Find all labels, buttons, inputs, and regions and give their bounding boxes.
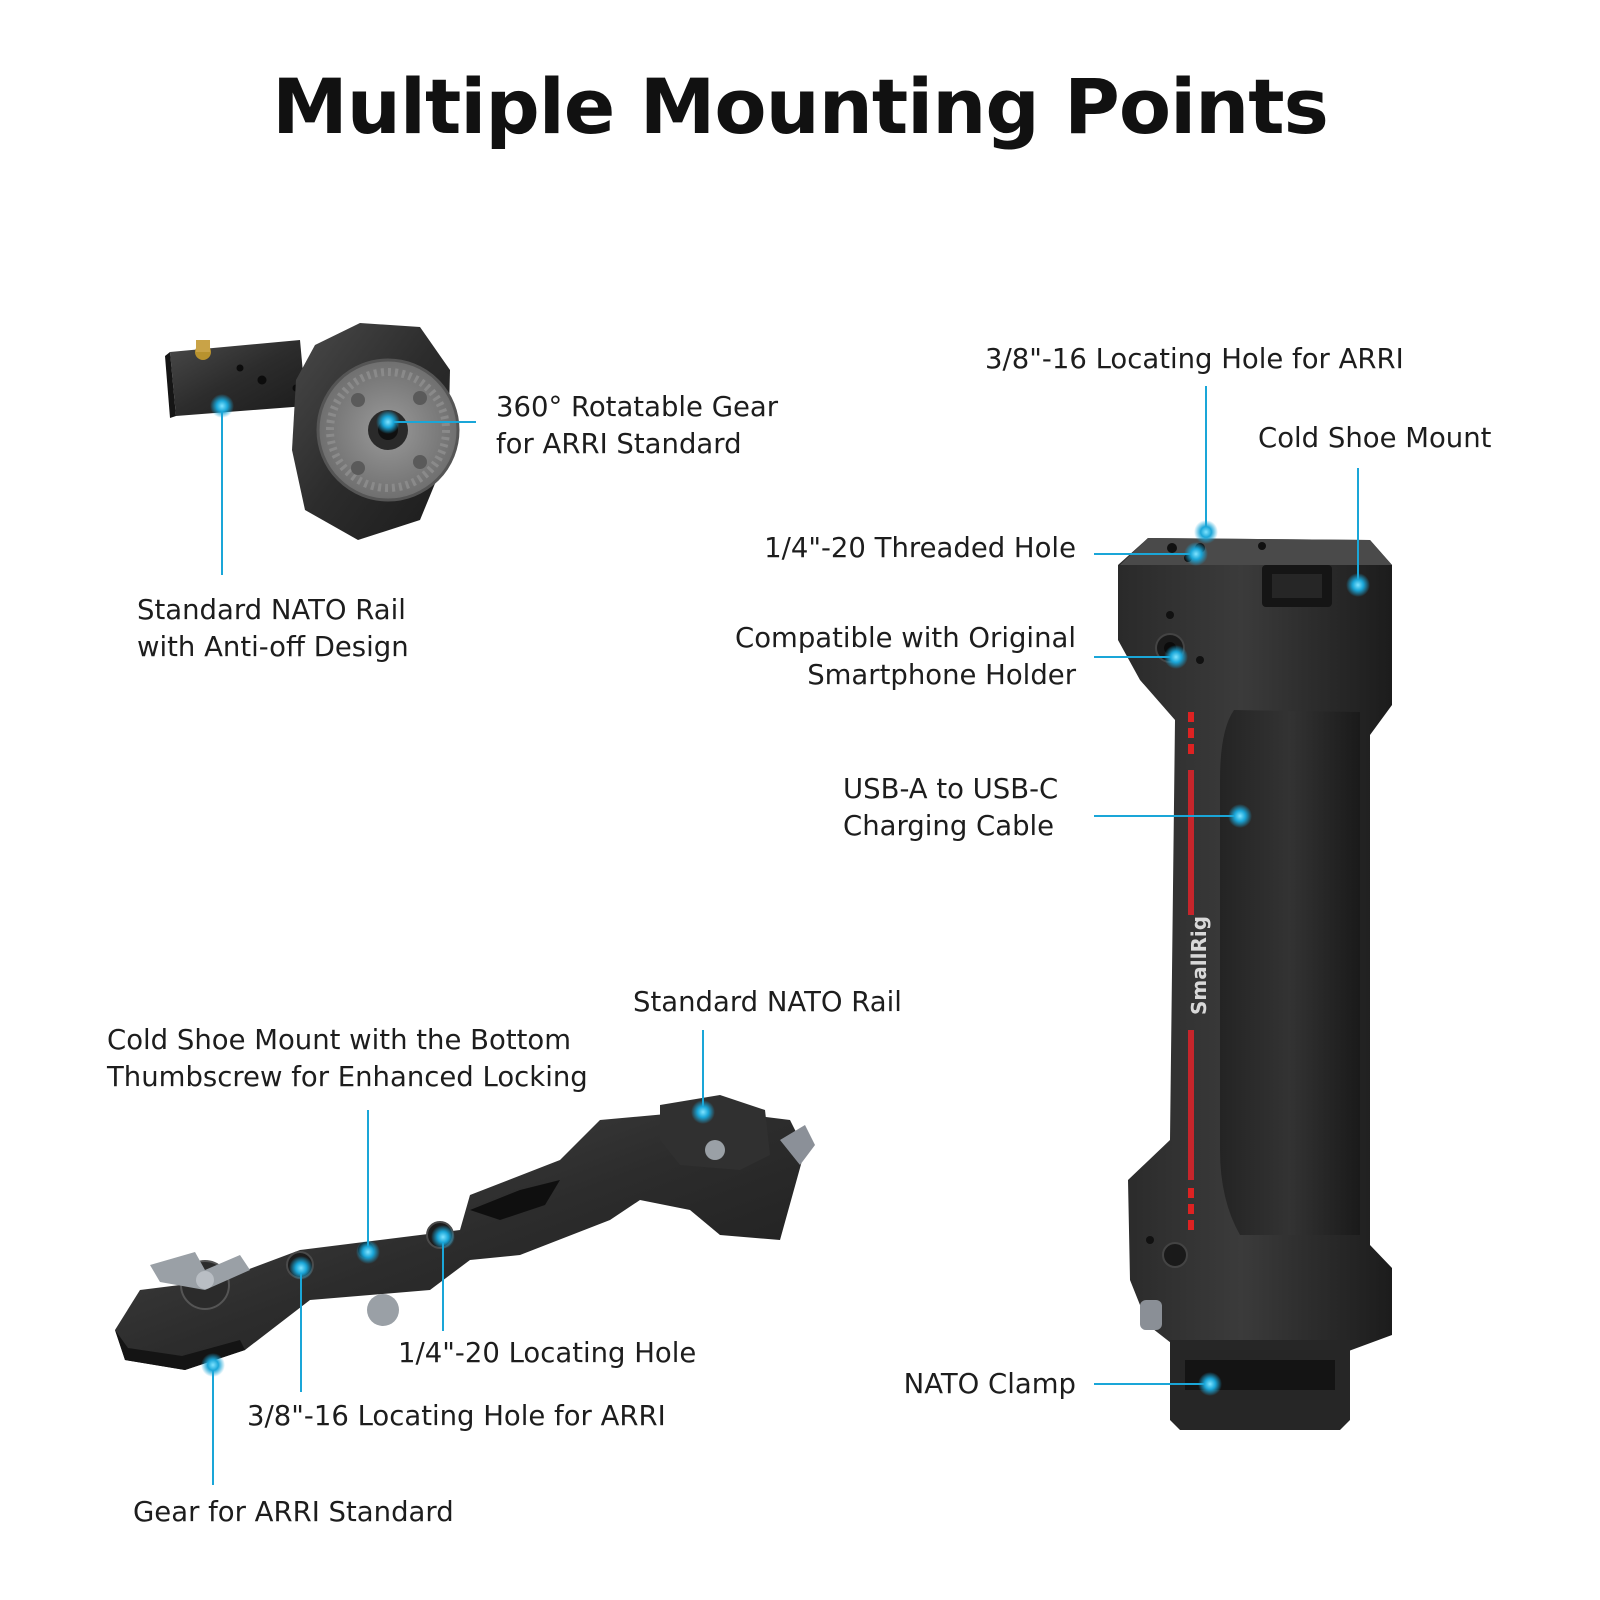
- callout-locating-hole-arri-top: 3/8"-16 Locating Hole for ARRI: [985, 341, 1404, 378]
- callout-gear-arri-arm: Gear for ARRI Standard: [133, 1494, 454, 1531]
- callout-line: NATO Clamp: [903, 1368, 1076, 1400]
- callout-line: Cold Shoe Mount with the Bottom: [107, 1024, 571, 1056]
- callout-dot-icon: [376, 410, 400, 434]
- callout-line: 3/8"-16 Locating Hole for ARRI: [985, 343, 1404, 375]
- callout-dot-icon: [289, 1256, 313, 1280]
- callout-line: Cold Shoe Mount: [1258, 422, 1492, 454]
- callout-dot-icon: [431, 1225, 455, 1249]
- callout-cold-shoe-top: Cold Shoe Mount: [1258, 420, 1491, 457]
- callout-usb-cable: USB-A to USB-C Charging Cable: [843, 771, 1058, 845]
- callout-dot-icon: [691, 1100, 715, 1124]
- callout-line: for ARRI Standard: [496, 428, 742, 460]
- callout-gear-rotatable: 360° Rotatable Gear for ARRI Standard: [496, 389, 778, 463]
- callout-line: Charging Cable: [843, 810, 1055, 842]
- callout-nato-rail-antioff: Standard NATO Rail with Anti-off Design: [137, 592, 409, 666]
- callout-line: 3/8"-16 Locating Hole for ARRI: [247, 1400, 666, 1432]
- callout-dot-icon: [1198, 1372, 1222, 1396]
- callout-line: 1/4"-20 Locating Hole: [398, 1337, 697, 1369]
- callout-dots: [201, 394, 1370, 1396]
- callout-threaded-hole-top: 1/4"-20 Threaded Hole: [764, 530, 1076, 567]
- callout-line: Gear for ARRI Standard: [133, 1496, 454, 1528]
- callout-lines: [212, 386, 1359, 1485]
- page-title: Multiple Mounting Points: [272, 62, 1329, 151]
- callout-dot-icon: [1194, 520, 1218, 544]
- side-handle-part: SmallRig: [1118, 538, 1392, 1430]
- callout-dot-icon: [210, 394, 234, 418]
- callout-dot-icon: [1184, 542, 1208, 566]
- callout-dot-icon: [356, 1240, 380, 1264]
- callout-smartphone-holder: Compatible with Original Smartphone Hold…: [735, 620, 1076, 694]
- callout-line: 1/4"-20 Threaded Hole: [764, 532, 1076, 564]
- callout-locating-hole-quarter: 1/4"-20 Locating Hole: [398, 1335, 696, 1372]
- callout-line: with Anti-off Design: [137, 631, 409, 663]
- callout-dot-icon: [1346, 573, 1370, 597]
- callout-line: Thumbscrew for Enhanced Locking: [107, 1061, 588, 1093]
- callout-dot-icon: [1228, 804, 1252, 828]
- callout-nato-rail-arm: Standard NATO Rail: [633, 984, 902, 1021]
- callout-cold-shoe-arm: Cold Shoe Mount with the Bottom Thumbscr…: [107, 1022, 588, 1096]
- callout-line: 360° Rotatable Gear: [496, 391, 779, 423]
- callout-line: Standard NATO Rail: [137, 594, 406, 626]
- extension-arm-part: [115, 1095, 815, 1370]
- callout-line: Compatible with Original: [735, 622, 1076, 654]
- callout-line: USB-A to USB-C: [843, 773, 1059, 805]
- callout-line: Smartphone Holder: [807, 659, 1076, 691]
- callout-line: Standard NATO Rail: [633, 986, 902, 1018]
- nato-rail-gear-part: [165, 323, 460, 540]
- callout-dot-icon: [201, 1353, 225, 1377]
- callout-locating-hole-arri-arm: 3/8"-16 Locating Hole for ARRI: [247, 1398, 666, 1435]
- handle-logo: SmallRig: [1187, 916, 1211, 1015]
- callout-nato-clamp: NATO Clamp: [904, 1366, 1076, 1403]
- callout-dot-icon: [1164, 645, 1188, 669]
